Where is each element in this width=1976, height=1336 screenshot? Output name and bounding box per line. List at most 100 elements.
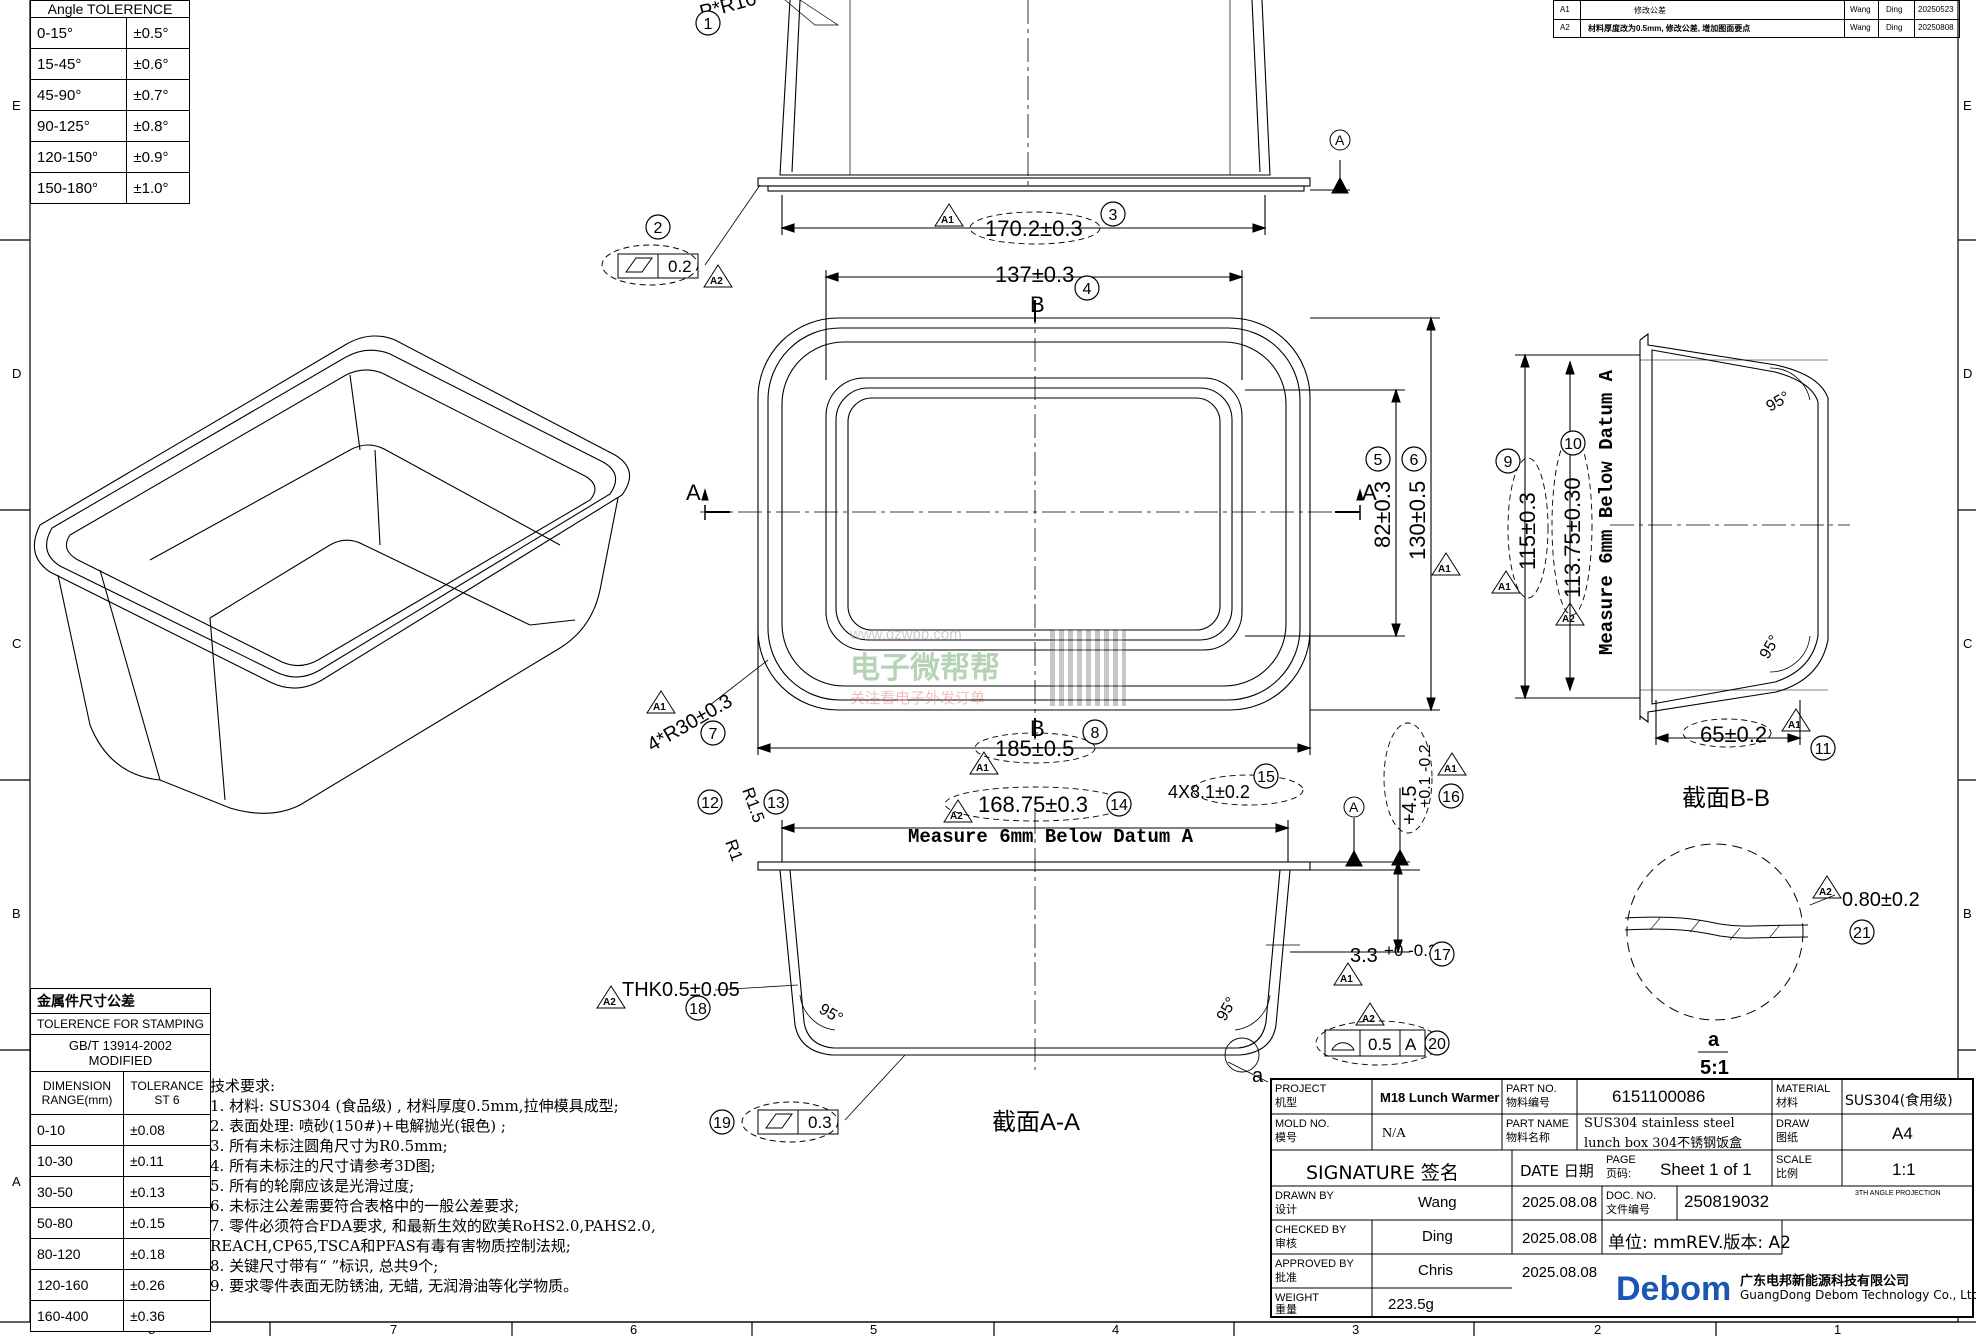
dim-label-15: 4X8.1±0.2 — [1168, 782, 1250, 802]
flatness-value-19: 0.3 — [808, 1113, 832, 1132]
qr-code-icon — [1050, 630, 1126, 706]
zone-letter: E — [1963, 98, 1972, 113]
project-label-cn: 机型 — [1275, 1097, 1297, 1109]
datum-letters: A A — [1335, 132, 1359, 815]
scale-value: 1:1 — [1892, 1160, 1916, 1179]
page-label: PAGE — [1606, 1154, 1636, 1166]
angle-label: 95° — [816, 1001, 845, 1028]
note-line: REACH,CP65,TSCA和PFAS有毒有害物质控制法规; — [210, 1237, 571, 1255]
watermark-slogan: 关注看电子外发订单 — [850, 689, 986, 707]
table-cell: ±1.0° — [126, 172, 190, 204]
draw-label: DRAW — [1776, 1118, 1810, 1130]
balloon: 17 — [1433, 947, 1451, 964]
mold-value: N/A — [1382, 1126, 1407, 1141]
part-no-label-cn: 物料编号 — [1506, 1097, 1550, 1109]
table-row: 45-90°±0.7° — [29, 79, 190, 111]
section-letter: A — [686, 480, 701, 505]
stamping-title: 金属件尺寸公差 — [30, 988, 211, 1014]
balloon: 12 — [701, 795, 719, 812]
signature-header: SIGNATURE 签名 — [1306, 1162, 1459, 1184]
table-row: 120-160±0.26 — [30, 1269, 211, 1301]
table-row: 0-10±0.08 — [30, 1114, 211, 1146]
part-name-line1: SUS304 stainless steel — [1584, 1116, 1735, 1131]
balloon: 15 — [1257, 769, 1275, 786]
zone-number: 6 — [630, 1322, 637, 1336]
dim-label-7: 4*R30±0.3 — [644, 690, 737, 756]
zone-number: 7 — [390, 1322, 397, 1336]
balloon-numbers: 1 2 3 4 5 6 7 8 9 10 11 12 13 14 15 16 1… — [654, 16, 1871, 1132]
table-cell: ±0.15 — [123, 1207, 211, 1239]
note-line: 5. 所有的轮廓应该是光滑过度; — [210, 1177, 415, 1195]
zone-number: 2 — [1594, 1322, 1601, 1336]
approved-by-label: APPROVED BY — [1275, 1258, 1354, 1270]
table-cell: ±0.08 — [123, 1114, 211, 1146]
table-cell: 50-80 — [30, 1207, 124, 1239]
zone-letter: C — [12, 636, 21, 651]
rev-drawn: Wang — [1850, 5, 1871, 14]
flatness-value-2: 0.2 — [668, 257, 692, 276]
revision-flags — [596, 203, 1842, 1026]
zone-letter: D — [12, 366, 21, 381]
rev-checked: Ding — [1886, 23, 1903, 32]
table-row: 150-180°±1.0° — [29, 172, 190, 204]
angle-label: 95° — [1764, 389, 1793, 416]
draw-label-cn: 图纸 — [1776, 1132, 1798, 1144]
note-line: 8. 关键尺寸带有“ ”标识, 总共9个; — [210, 1257, 439, 1275]
scale-label-cn: 比例 — [1776, 1168, 1798, 1180]
balloon: 6 — [1410, 452, 1419, 469]
section-a-a-view — [714, 788, 1420, 1121]
dim-label-18: THK0.5±0.05 — [622, 979, 740, 1001]
part-no-value: 6151100086 — [1612, 1087, 1706, 1106]
zone-number: 1 — [1834, 1322, 1841, 1336]
doc-no-label-cn: 文件编号 — [1606, 1204, 1650, 1216]
balloon: 14 — [1110, 797, 1128, 814]
watermark-url: www.dzwbb.com — [850, 626, 962, 643]
approved-by-value: Chris — [1418, 1262, 1454, 1279]
projection-label: 3TH ANGLE PROJECTION — [1855, 1190, 1941, 1197]
column-header: TOLERANCE ST 6 — [123, 1071, 211, 1115]
angle-tolerance-table: Angle TOLERENCE 0-15°±0.5° 15-45°±0.6° 4… — [29, 0, 190, 204]
part-name-label-cn: 物料名称 — [1506, 1132, 1550, 1144]
table-row: 30-50±0.13 — [30, 1176, 211, 1208]
note-line: 3. 所有未标注圆角尺寸为R0.5mm; — [210, 1137, 448, 1155]
table-cell: ±0.36 — [123, 1300, 211, 1332]
table-cell: 120-150° — [29, 141, 128, 173]
profile-datum-20: A — [1405, 1035, 1417, 1054]
rev-drawn: Wang — [1850, 23, 1871, 32]
table-row: 15-45°±0.6° — [29, 48, 190, 80]
table-cell: 45-90° — [29, 79, 128, 111]
rev-flag: A2 — [1560, 23, 1570, 32]
note-line: 9. 要求零件表面无防锈油, 无蜡, 无润滑油等化学物质。 — [210, 1277, 579, 1295]
flag-a2: A2 — [1562, 614, 1575, 625]
table-cell: 10-30 — [30, 1145, 124, 1177]
stamping-tolerance-table: 金属件尺寸公差 TOLERENCE FOR STAMPING GB/T 1391… — [30, 988, 211, 1332]
checked-date: 2025.08.08 — [1522, 1230, 1598, 1247]
unit-value: 单位: mm — [1608, 1233, 1687, 1253]
flag-a1: A1 — [976, 763, 989, 774]
table-cell: 160-400 — [30, 1300, 124, 1332]
weight-label: WEIGHT — [1275, 1292, 1319, 1304]
table-row: 80-120±0.18 — [30, 1238, 211, 1270]
note-line: 6. 未标注公差需要符合表格中的一般公差要求; — [210, 1197, 520, 1215]
note-line: 7. 零件必须符合FDA要求, 和最新生效的欧美RoHS2.0,PAHS2.0, — [210, 1217, 656, 1235]
balloon: 8 — [1091, 725, 1100, 742]
material-label: MATERIAL — [1776, 1083, 1831, 1095]
balloon: 3 — [1109, 207, 1118, 224]
balloon: 11 — [1815, 741, 1832, 758]
date-header: DATE 日期 — [1520, 1162, 1594, 1180]
dim-label-8: 185±0.5 — [995, 736, 1074, 761]
dim-label-9: 115±0.3 — [1515, 492, 1540, 570]
section-letter: B — [1030, 292, 1045, 317]
flag-a1: A1 — [1340, 974, 1353, 985]
table-cell: ±0.13 — [123, 1176, 211, 1208]
table-cell: ±0.11 — [123, 1145, 211, 1177]
detail-letter: a — [1252, 1065, 1264, 1087]
zone-letter: D — [1963, 366, 1972, 381]
doc-no-value: 250819032 — [1684, 1192, 1770, 1211]
note-line: 1. 材料: SUS304 (食品级) , 材料厚度0.5mm,拉伸模具成型; — [210, 1097, 619, 1115]
approved-by-label-cn: 批准 — [1275, 1272, 1297, 1284]
part-name-label: PART NAME — [1506, 1118, 1569, 1130]
table-cell: 30-50 — [30, 1176, 124, 1208]
section-title-bb: 截面B-B — [1682, 785, 1770, 812]
